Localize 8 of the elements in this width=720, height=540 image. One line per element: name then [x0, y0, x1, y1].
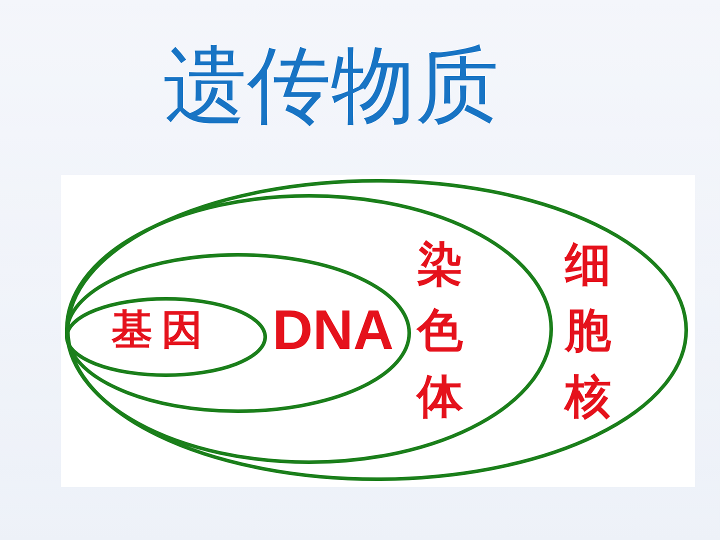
- ellipse-label: 细胞核: [565, 237, 611, 424]
- ellipse: [65, 297, 267, 377]
- title: 遗传物质: [163, 45, 499, 129]
- ellipse: [65, 194, 553, 464]
- ellipse: [65, 253, 411, 413]
- ellipse-label: DNA: [272, 302, 394, 358]
- ellipse-label: 基因: [110, 310, 212, 350]
- ellipse-label: 染色体: [417, 237, 463, 424]
